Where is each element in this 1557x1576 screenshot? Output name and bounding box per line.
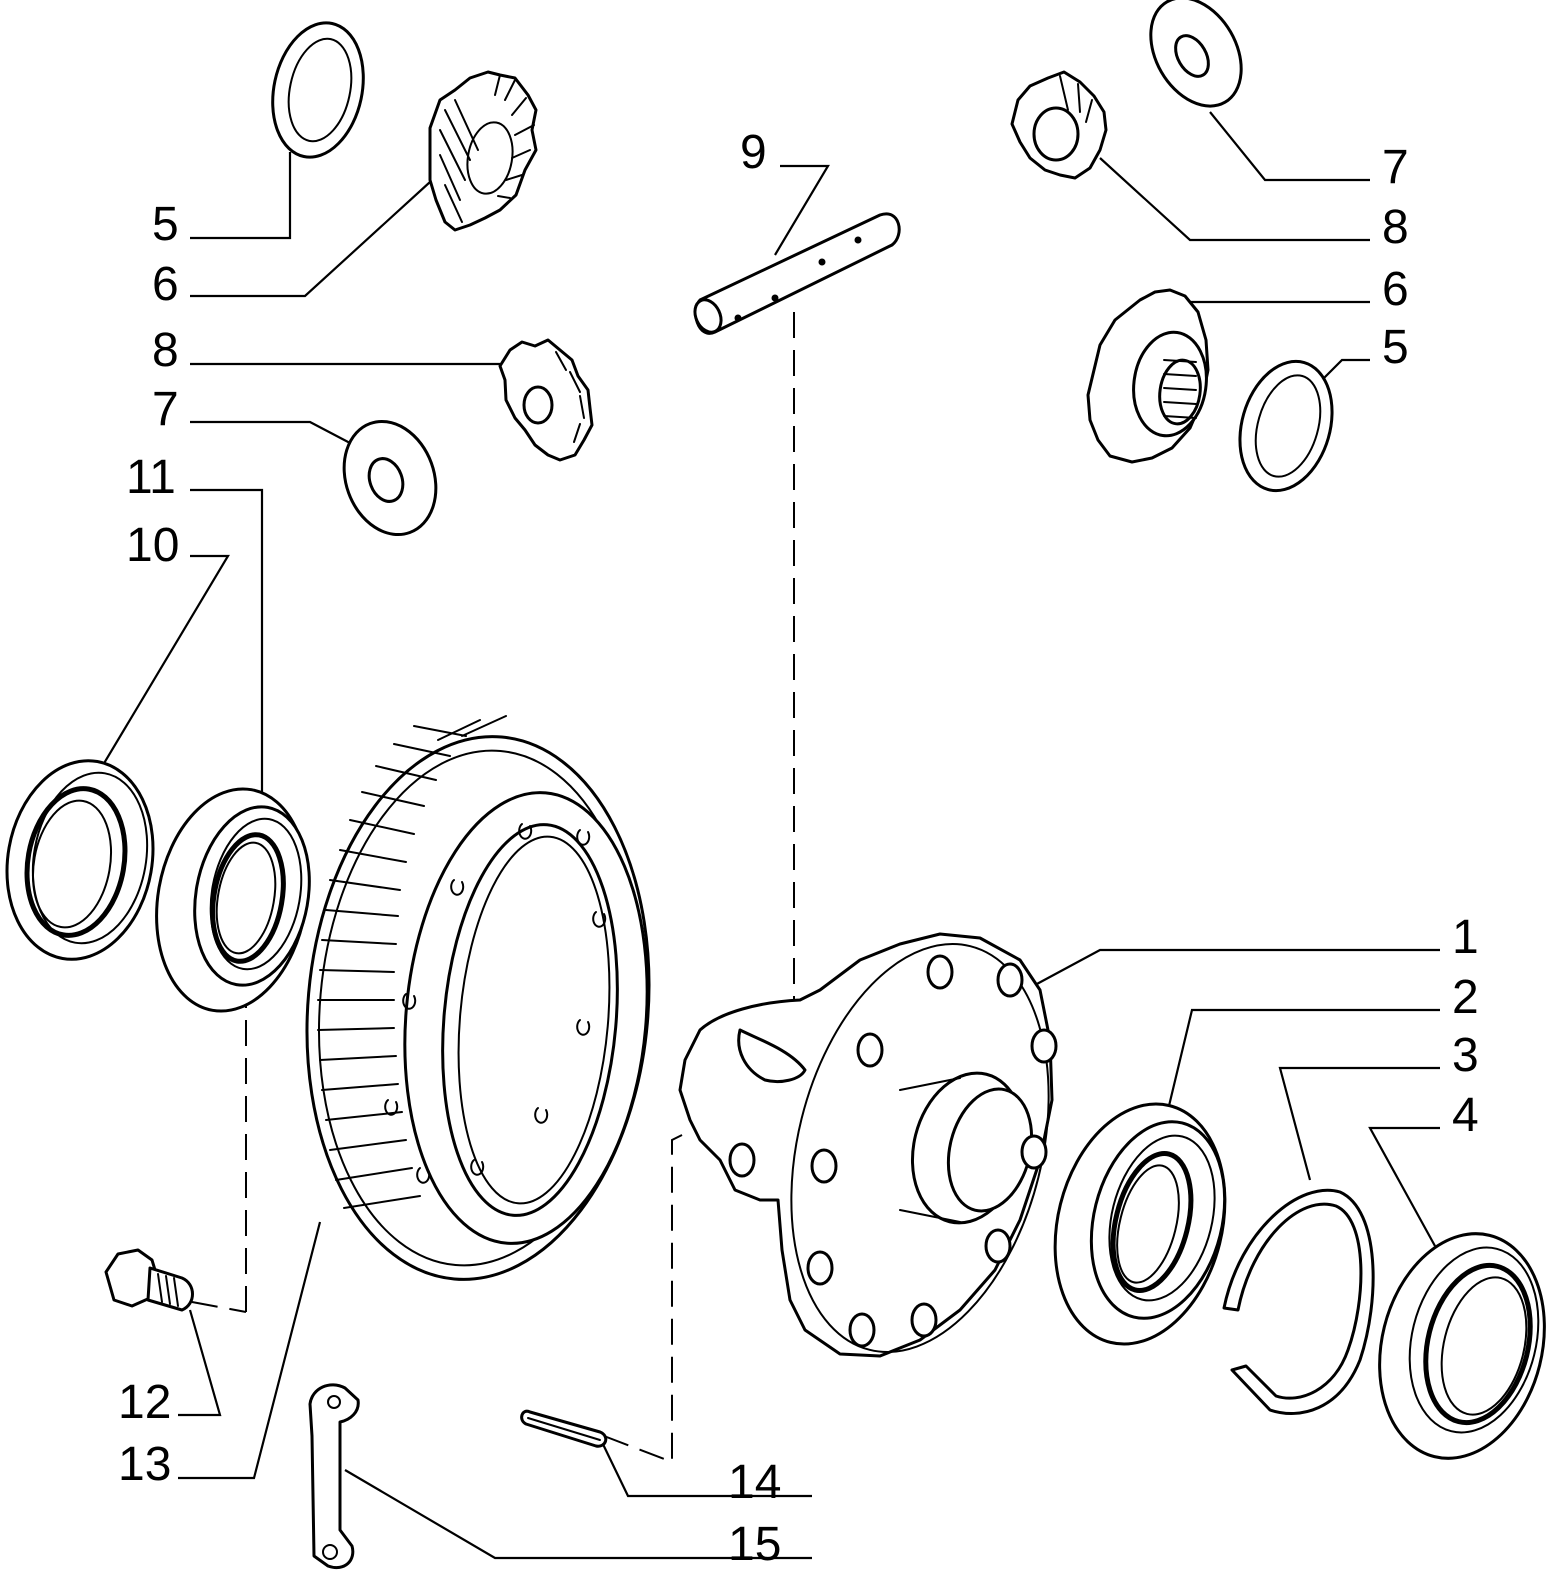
thrust-washer-left [271,21,365,159]
roll-pin [520,1409,608,1448]
callout-2: 2 [1452,971,1479,1024]
ring-gear-bolt [104,1248,194,1312]
snap-ring [1222,1188,1375,1415]
differential-case [678,932,1058,1358]
ring-gear-bolt-holes [384,823,607,1184]
lock-plate [308,1383,360,1569]
leader-9 [774,164,830,256]
callout-15: 15 [728,1518,781,1571]
flat-washer-right [1149,0,1243,108]
leader-4 [1368,1126,1440,1247]
callout-6-left: 6 [152,258,179,311]
differential-shaft [693,212,901,335]
pinion-gear-left [498,338,594,462]
leader-7-right [1209,111,1370,182]
callout-7-left: 7 [152,383,179,436]
case-bolt-holes [728,954,1058,1348]
callout-5-right: 5 [1382,321,1409,374]
callout-8-left: 8 [152,324,179,377]
leader-15 [344,1469,812,1560]
leader-8-right [1099,157,1370,242]
callout-8-right: 8 [1382,201,1409,254]
leader-3 [1278,1066,1440,1181]
side-gear-right [1086,288,1210,464]
callout-4: 4 [1452,1089,1479,1142]
axis-line-bolt [245,823,303,1312]
ring-gear [305,715,651,1281]
ball-bearing-right [1053,1102,1227,1346]
callout-7-right: 7 [1382,141,1409,194]
leader-14 [599,1437,812,1498]
oil-seal-right [1378,1232,1546,1460]
leader-1 [1034,948,1440,986]
leader-5-right [1319,358,1370,383]
leader-10 [99,554,230,771]
leader-lines [99,111,1440,1560]
leader-12 [178,1309,222,1417]
axis-line-bolt-tip [191,1301,247,1313]
axis-line-pin [603,1129,693,1464]
side-gear-left [428,70,538,232]
callout-1: 1 [1452,911,1479,964]
thrust-washer-right [1238,359,1334,493]
leader-5-left [190,152,292,240]
callout-3: 3 [1452,1029,1479,1082]
pinion-gear-right [1010,70,1108,180]
callout-14: 14 [728,1456,781,1509]
oil-seal-left [5,759,155,961]
callout-9: 9 [740,126,767,179]
callout-11: 11 [126,451,176,504]
leader-7-left [190,420,351,444]
leader-13 [178,1221,322,1480]
callout-6-right: 6 [1382,263,1409,316]
callout-labels: 5 6 8 7 11 10 9 7 8 6 5 1 2 3 4 12 13 14… [118,126,1479,1571]
leader-2 [1166,1008,1440,1111]
callout-13: 13 [118,1438,171,1491]
leader-6-left [190,181,431,298]
callout-5-left: 5 [152,198,179,251]
ball-bearing-left [155,787,311,1013]
flat-washer-left [342,419,438,537]
callout-10: 10 [126,519,179,572]
leader-11 [190,488,264,826]
callout-12: 12 [118,1376,171,1429]
assembly-lines [191,312,795,1464]
